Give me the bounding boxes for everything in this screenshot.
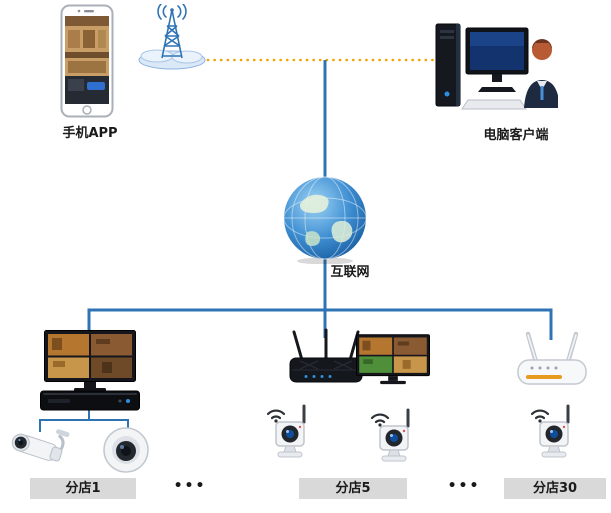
bullet-camera-icon	[11, 429, 70, 462]
smartphone-icon	[60, 4, 114, 118]
operator-icon	[524, 39, 560, 108]
ellipsis-separator-1: •••	[173, 478, 207, 494]
mobile-phone-node	[60, 4, 114, 122]
desktop-computer-icon	[435, 23, 560, 110]
cell-tower-node	[136, 3, 208, 76]
wifi-camera-icon	[266, 404, 306, 458]
wifi-signal-icon	[530, 409, 550, 420]
branch5-wifi-camera-1	[262, 400, 316, 468]
branch1-monitor	[44, 330, 136, 398]
internet-label: 互联网	[330, 265, 370, 280]
wifi-camera-icon	[370, 408, 410, 462]
wifi-signal-icon	[157, 3, 187, 20]
nvr-recorder-icon	[40, 390, 140, 411]
branch1-dome-camera	[100, 424, 152, 480]
wifi-signal-icon	[370, 413, 390, 424]
phone-label: 手机APP	[62, 126, 118, 141]
pc-client-node	[434, 20, 560, 124]
branch30-label: 分店30	[504, 478, 606, 499]
ellipsis-separator-2: •••	[447, 478, 481, 494]
wifi-signal-icon	[266, 409, 286, 420]
internet-node	[280, 174, 370, 268]
branch5-router	[286, 328, 366, 392]
wifi-camera-icon	[530, 404, 570, 458]
dome-camera-icon	[103, 427, 149, 473]
wireless-router-icon	[517, 331, 587, 385]
branch1-label: 分店1	[30, 478, 136, 499]
pc-client-label: 电脑客户端	[483, 128, 549, 143]
cctv-monitor-icon	[356, 334, 430, 385]
branch5-monitor	[356, 334, 430, 390]
cctv-monitor-icon	[44, 330, 136, 392]
branch30-wireless-router	[516, 330, 588, 396]
branch1-bullet-camera	[8, 422, 70, 478]
globe-icon	[283, 176, 367, 265]
branch1-nvr	[40, 390, 140, 416]
router-icon	[289, 328, 363, 383]
branch5-wifi-camera-2	[366, 404, 420, 472]
branch30-wifi-camera	[526, 400, 580, 468]
cell-tower-icon	[138, 3, 206, 70]
branch5-label: 分店5	[299, 478, 407, 499]
